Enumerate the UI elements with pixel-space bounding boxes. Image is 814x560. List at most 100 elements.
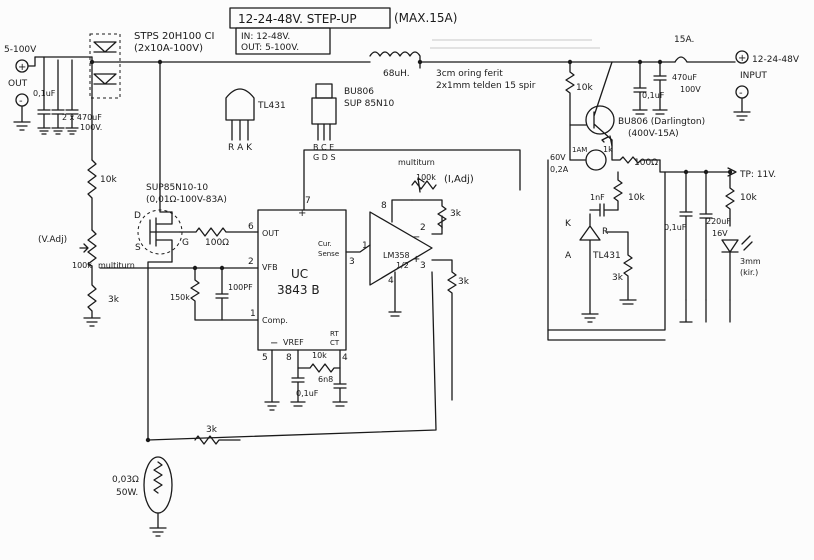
output-minus-sign: - bbox=[19, 96, 23, 107]
tl431-label: TL431 bbox=[592, 251, 621, 261]
mosfet-symbol bbox=[149, 211, 181, 263]
inductor-coil bbox=[369, 51, 421, 63]
input-plus-terminal bbox=[735, 50, 749, 64]
uc3843-name-1: UC bbox=[291, 267, 308, 281]
led-size-label: 3mm bbox=[740, 257, 761, 266]
tp-ground-wires bbox=[679, 299, 731, 323]
mosfet-spec-label: (0,01Ω-100V-83A) bbox=[146, 195, 227, 205]
resistor-3k-opamp bbox=[411, 199, 447, 229]
output-voltage-label: 5-100V bbox=[4, 45, 37, 55]
bu806-rating: (400V-15A) bbox=[628, 129, 679, 139]
resistor-10k-bu806 bbox=[565, 61, 587, 126]
input-capacitor-small bbox=[632, 61, 648, 115]
resistor-10k-k bbox=[613, 171, 623, 211]
shunt-ground bbox=[149, 512, 167, 537]
mosfet-part-label: SUP85N10-10 bbox=[146, 183, 208, 193]
uc-pin4: 4 bbox=[342, 353, 348, 363]
uc-pin3: 3 bbox=[349, 257, 355, 267]
v-adj-pot-type: multiturn bbox=[98, 261, 135, 270]
input-ground bbox=[733, 97, 751, 121]
resistor-10k-feedback bbox=[87, 159, 97, 231]
uc-pin-out: OUT bbox=[262, 229, 279, 238]
c-tp-large-label: 220uF bbox=[706, 217, 731, 226]
shunt-value-label: 0,03Ω bbox=[112, 475, 139, 485]
sup-pinout-pins: G D S bbox=[313, 153, 336, 162]
r-150k-label: 150k bbox=[170, 293, 190, 302]
i-adj-type: multiturn bbox=[398, 158, 435, 167]
lm358-opamp bbox=[369, 211, 433, 286]
v-adj-pot-value: 100k bbox=[72, 261, 92, 270]
fuse-value: 15A. bbox=[674, 35, 694, 45]
bu806-base-network bbox=[569, 124, 586, 161]
r-3k-feedback-label: 3k bbox=[108, 295, 120, 305]
resistor-3k-tl431 bbox=[605, 231, 637, 305]
r-100-emitter-label: 100Ω bbox=[634, 158, 658, 168]
tl431-k-label: K bbox=[565, 219, 572, 229]
lm358-pin3: 3 bbox=[420, 261, 426, 271]
resistor-3k-sense bbox=[431, 259, 457, 401]
diode-junction-wire bbox=[91, 56, 119, 63]
uc-pin-vfb: VFB bbox=[262, 263, 278, 272]
i-adj-potentiometer bbox=[411, 177, 437, 193]
v-adj-wiper bbox=[79, 243, 89, 253]
output-capacitor-bank bbox=[37, 56, 79, 135]
mosfet-source-wire bbox=[147, 261, 173, 441]
capacitor-100pf bbox=[215, 267, 229, 321]
feedback-loop-wire bbox=[547, 159, 666, 331]
uc3843-chip bbox=[257, 209, 347, 351]
c-1nf-label: 1nF bbox=[590, 193, 605, 202]
uc-pin-rtct-1: RT bbox=[330, 330, 339, 338]
spec-box bbox=[235, 27, 331, 55]
resistor-1k bbox=[601, 135, 613, 147]
lm358-power-wires bbox=[388, 199, 413, 317]
out-cap-big-label: 2 x 470uF bbox=[62, 113, 102, 122]
cs-pin-wire bbox=[345, 244, 371, 253]
junction-dots bbox=[89, 59, 733, 443]
uc-pin6: 6 bbox=[248, 222, 254, 232]
uc-pin7: 7 bbox=[305, 196, 311, 206]
lm358-pin8: 8 bbox=[381, 201, 387, 211]
mosfet-drain-wire bbox=[159, 61, 173, 213]
uc-pin2: 2 bbox=[248, 257, 254, 267]
r-3k-opamp-label: 3k bbox=[450, 209, 462, 219]
r-10k-tp-label: 10k bbox=[740, 193, 757, 203]
vcc-wire bbox=[303, 149, 521, 211]
led-indicator bbox=[721, 235, 753, 301]
inductor-value: 68uH. bbox=[383, 69, 410, 79]
c-tp-large-voltage: 16V bbox=[712, 229, 728, 238]
v-adj-label: (V.Adj) bbox=[38, 235, 67, 245]
mosfet-g-label: G bbox=[182, 238, 189, 248]
input-label: INPUT bbox=[740, 71, 767, 81]
r-3k-cs-label: 3k bbox=[206, 425, 218, 435]
out-cap-small-label: 0,1uF bbox=[33, 89, 56, 98]
to220-package-drawing bbox=[311, 83, 337, 141]
lm358-inv-wire bbox=[431, 215, 443, 235]
feedback-ground-bus bbox=[547, 329, 666, 341]
capacitor-tp-small bbox=[679, 171, 693, 301]
tl431-pinout-label: TL431 bbox=[257, 101, 286, 111]
resistor-100-emitter bbox=[611, 139, 661, 164]
resistor-150k bbox=[190, 267, 259, 321]
resistor-3k-feedback bbox=[83, 265, 101, 327]
spec-output-text: OUT: 5-100V. bbox=[241, 43, 299, 53]
small-transistor-rating-2: 0,2A bbox=[550, 165, 569, 174]
small-transistor-rating-1: 60V bbox=[550, 153, 566, 162]
output-terminal-wire bbox=[27, 56, 36, 67]
tp-label: TP: 11V. bbox=[739, 170, 776, 180]
uc-pin1: 1 bbox=[250, 309, 256, 319]
sense-return-wire bbox=[147, 271, 437, 441]
tl431-pinout-pins: R A K bbox=[228, 143, 253, 153]
c-tp-small-label: 0,1uF bbox=[664, 223, 687, 232]
max-current-text: (MAX.15A) bbox=[394, 11, 457, 25]
small-transistor bbox=[585, 149, 607, 171]
tl431-package-drawing bbox=[225, 88, 255, 141]
input-capacitor-large bbox=[652, 61, 668, 115]
uc-pin-vref: VREF bbox=[283, 338, 304, 347]
tl431-shunt-regulator bbox=[579, 213, 601, 323]
resistor-3k-current-sense bbox=[194, 435, 241, 445]
uc-pin-comp: Comp. bbox=[262, 316, 288, 325]
in-cap-large-voltage: 100V bbox=[680, 85, 701, 94]
lm358-pin2: 2 bbox=[420, 223, 426, 233]
